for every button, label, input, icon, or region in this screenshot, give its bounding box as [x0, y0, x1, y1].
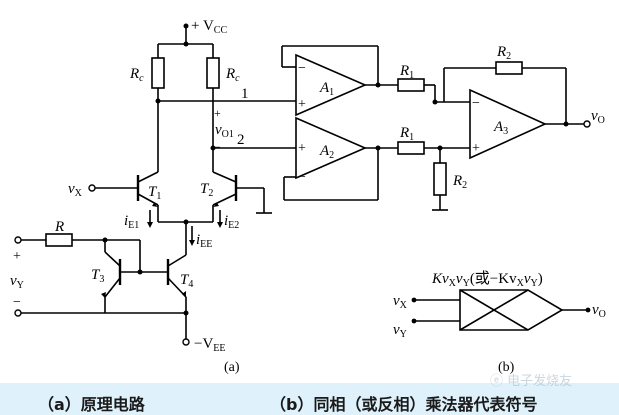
- node-2-label: 2: [237, 132, 245, 148]
- a2-plus: +: [298, 141, 306, 156]
- vo1-label: vO1: [215, 122, 234, 140]
- r1-bottom-label: R1: [399, 125, 414, 143]
- node-1-label: 1: [241, 86, 249, 102]
- op-amp-a2: [295, 116, 368, 180]
- r1-bottom-resistor: [397, 141, 425, 155]
- a1-plus: +: [298, 97, 306, 112]
- transistors: [104, 171, 238, 298]
- resistors: [45, 57, 523, 247]
- r2-ground-label: R2: [452, 173, 467, 191]
- terminal-circles: [14, 120, 591, 346]
- symbol-vo-label: vO: [592, 302, 606, 320]
- t4-label: T4: [180, 272, 193, 290]
- rc-right-label: Rc: [225, 66, 240, 84]
- t1-label: T1: [148, 184, 161, 202]
- r-input-resistor: [45, 233, 73, 247]
- ie1-label: iE1: [124, 213, 139, 231]
- rc-left-resistor: [151, 57, 165, 89]
- symbol-formula: KvXvY(或−KvXvY): [431, 270, 543, 289]
- watermark-logo: ⓔ 电子发烧友: [490, 370, 572, 389]
- r2-feedback-resistor: [495, 61, 523, 75]
- vy-label: vY: [10, 273, 24, 291]
- r1-top-label: R1: [399, 63, 414, 81]
- vo1-minus: −: [214, 140, 221, 154]
- rc-right-resistor: [206, 57, 220, 89]
- r2-feedback-label: R2: [496, 44, 511, 62]
- a3-plus: +: [472, 141, 480, 156]
- iee-label: iEE: [196, 232, 212, 250]
- caption-bar: [0, 383, 619, 415]
- a2-label: A2: [319, 143, 334, 161]
- vx-label: vX: [68, 181, 83, 199]
- r1-top-resistor: [397, 78, 425, 92]
- vcc-label: + VCC: [191, 18, 227, 36]
- vy-plus: +: [13, 249, 21, 264]
- lightning-icon: ⓔ: [490, 374, 504, 389]
- a2-minus: −: [298, 170, 306, 185]
- t2-label: T2: [200, 181, 213, 199]
- a1-label: A1: [319, 80, 334, 98]
- a1-minus: −: [298, 61, 306, 76]
- wires: [18, 26, 585, 340]
- r2-ground-resistor: [433, 162, 447, 196]
- rc-left-label: Rc: [129, 66, 144, 84]
- t3-label: T3: [91, 267, 104, 285]
- op-amp-a1: [295, 53, 368, 117]
- op-amps: [295, 53, 547, 180]
- vee-label: −VEE: [194, 336, 226, 354]
- op-amp-a3: [469, 88, 547, 160]
- symbol-dots: [411, 297, 591, 324]
- a3-label: A3: [493, 119, 508, 137]
- circuit-labels: + VCC Rc Rc 1 2 + − vO1 A1 A2 A3 − + + −…: [10, 18, 606, 375]
- vo-label: vO: [591, 108, 605, 126]
- subfig-b-label: (b): [498, 360, 515, 375]
- vy-minus: −: [13, 295, 21, 310]
- arrowheads: [101, 203, 223, 298]
- junction-dots: [102, 23, 569, 316]
- vo1-plus: +: [214, 106, 221, 120]
- caption-right: （b）同相（或反相）乘法器代表符号: [270, 395, 538, 414]
- subfig-a-label: (a): [224, 360, 240, 375]
- symbol-vy-label: vY: [393, 322, 407, 340]
- a3-minus: −: [472, 96, 480, 111]
- r-input-label: R: [54, 219, 64, 235]
- multiplier-symbol: [414, 289, 588, 331]
- caption-left: （a）原理电路: [38, 395, 145, 414]
- symbol-vx-label: vX: [393, 293, 408, 311]
- ie2-label: iE2: [224, 213, 239, 231]
- watermark-text: 电子发烧友: [507, 374, 573, 389]
